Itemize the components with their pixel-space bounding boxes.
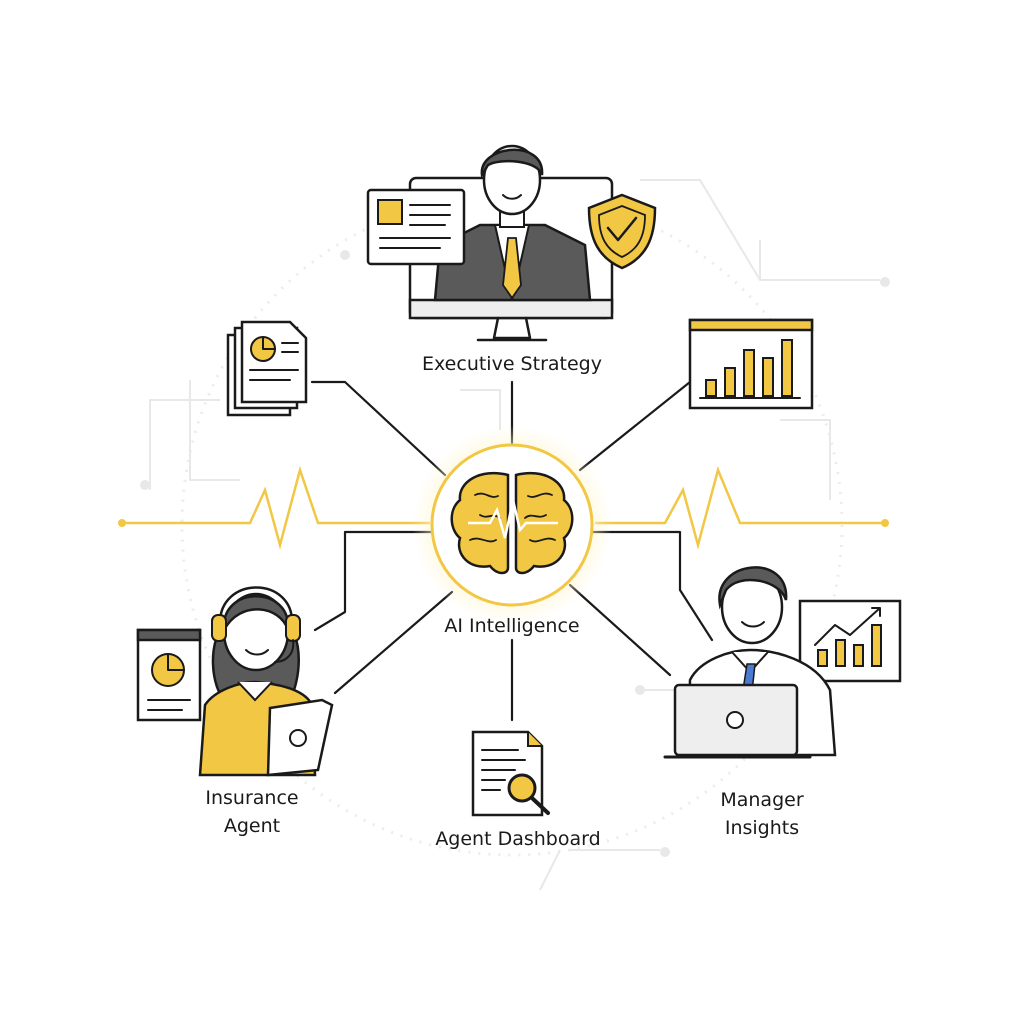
shield-check-icon (587, 193, 657, 270)
agent-dashboard-label: Agent Dashboard (435, 828, 600, 850)
heartbeat-line (122, 465, 885, 550)
manager-insights-label-line2: Insights (725, 817, 799, 839)
insurance-agent-icon[interactable] (136, 586, 334, 777)
manager-insights-label-line1: Manager (720, 789, 803, 811)
bar-chart-window-icon[interactable] (688, 318, 814, 410)
background-circuit (140, 179, 890, 891)
insurance-agent-label-line2: Agent (224, 815, 280, 837)
executive-monitor-icon[interactable] (408, 144, 614, 342)
manager-laptop-icon[interactable] (663, 566, 902, 759)
documents-pie-icon[interactable] (226, 320, 308, 417)
ai-brain-node[interactable] (412, 425, 612, 625)
top-label: Executive Strategy (422, 353, 602, 375)
center-label: AI Intelligence (444, 615, 579, 637)
report-card-icon (366, 188, 466, 266)
insurance-agent-label-line1: Insurance (205, 787, 298, 809)
brain-icon (450, 472, 574, 575)
document-search-icon[interactable] (471, 730, 550, 817)
